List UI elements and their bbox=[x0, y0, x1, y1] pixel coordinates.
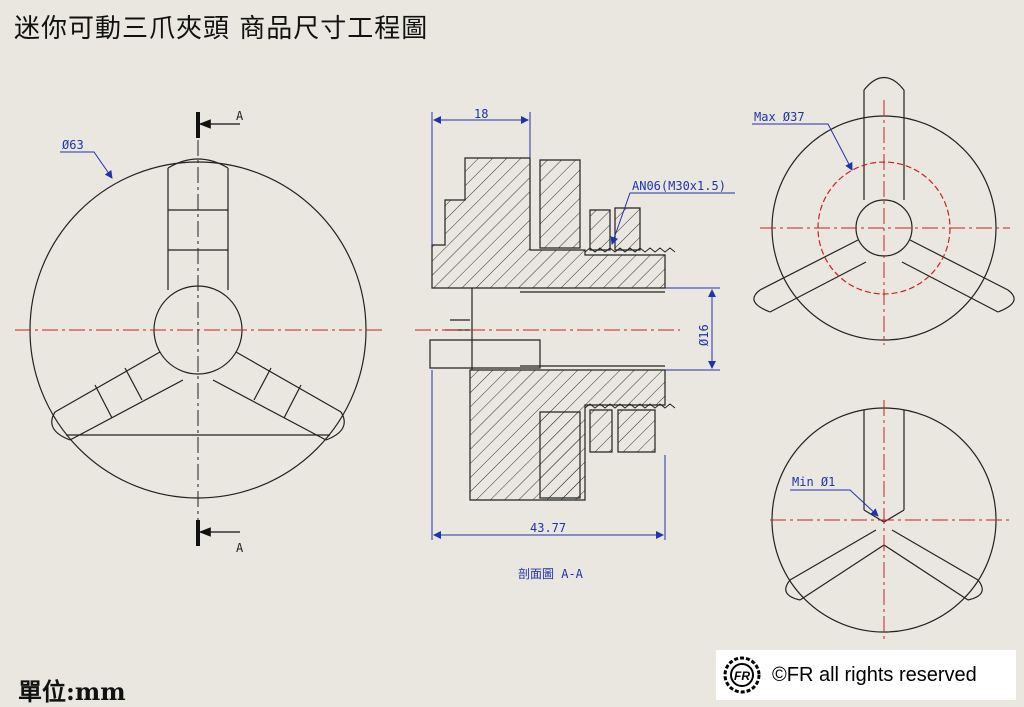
section-length-dimension bbox=[431, 370, 666, 540]
thread-upper bbox=[584, 247, 676, 253]
max-label: Max Ø37 bbox=[754, 110, 805, 124]
section-jaw-upper bbox=[539, 159, 581, 249]
section-width-label: 18 bbox=[474, 107, 488, 121]
max-jaw-left bbox=[753, 239, 867, 313]
thread-lower bbox=[584, 403, 676, 409]
min-label: Min Ø1 bbox=[792, 475, 835, 489]
thread-leader bbox=[610, 192, 735, 245]
max-leader bbox=[752, 123, 853, 171]
bore-label: Ø16 bbox=[697, 324, 711, 346]
front-centerlines bbox=[15, 140, 382, 520]
drawing-title: 迷你可動三爪夾頭 商品尺寸工程圖 bbox=[14, 14, 429, 44]
fr-logo-icon: FR bbox=[723, 656, 761, 694]
jaw-lower-right bbox=[212, 351, 345, 441]
max-centerlines bbox=[760, 100, 1010, 345]
section-marker-top bbox=[196, 112, 240, 138]
bore-dimension bbox=[665, 287, 720, 371]
copyright-box: FR ©FR all rights reserved bbox=[716, 650, 1016, 700]
section-marker-bottom bbox=[196, 520, 240, 546]
section-view bbox=[429, 157, 676, 501]
copyright-text: ©FR all rights reserved bbox=[772, 663, 977, 686]
jaw-lower-left bbox=[51, 351, 184, 441]
diameter-leader bbox=[60, 151, 113, 179]
section-width-dimension bbox=[431, 112, 531, 245]
max-jaw-right bbox=[901, 239, 1015, 313]
section-length-label: 43.77 bbox=[530, 521, 566, 535]
thread-label: AN06(M30x1.5) bbox=[632, 179, 726, 193]
min-leader bbox=[790, 489, 879, 517]
min-jaw-right bbox=[883, 529, 983, 601]
section-caption: 剖面圖 A-A bbox=[518, 567, 584, 581]
min-jaw-left bbox=[785, 529, 885, 601]
section-ring-upper bbox=[589, 207, 641, 251]
front-diameter-label: Ø63 bbox=[62, 138, 84, 152]
svg-text:FR: FR bbox=[734, 669, 750, 683]
max-jaw-top bbox=[863, 76, 905, 200]
section-jaw-lower bbox=[539, 411, 581, 499]
section-label-bottom: A bbox=[236, 541, 244, 555]
min-centerlines bbox=[770, 400, 1010, 640]
section-label-top: A bbox=[236, 109, 244, 123]
unit-label: 單位:mm bbox=[18, 677, 126, 706]
section-ring-lower bbox=[589, 409, 656, 453]
